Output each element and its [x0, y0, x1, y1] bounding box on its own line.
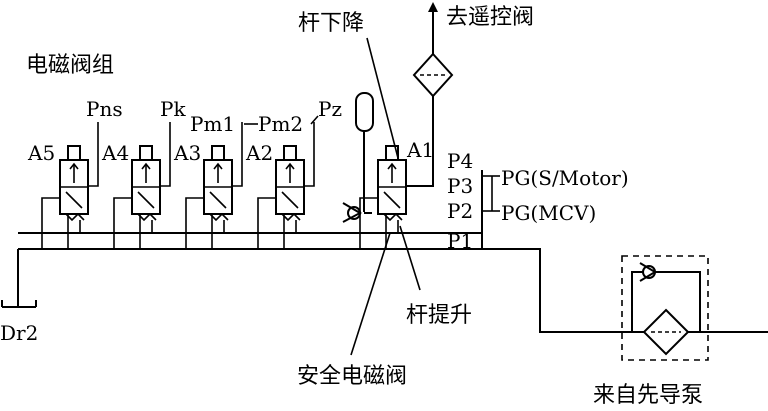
solenoid-valve-a4 [113, 122, 171, 249]
drain-label: Dr2 [0, 321, 38, 345]
valve-id-label: A3 [173, 141, 201, 165]
safety-solenoid-leader [350, 232, 391, 356]
remote-filter-icon [412, 52, 454, 98]
solenoid-valve-group [41, 122, 407, 249]
port-p3-label: P3 [447, 174, 473, 198]
valve-id-label: A4 [101, 141, 129, 165]
rod-raise-label: 杆提升 [406, 303, 472, 328]
solenoid-group-label: 电磁阀组 [26, 53, 114, 78]
pilot-supply-line [482, 248, 768, 333]
port-p2-label: P2 [447, 199, 473, 223]
valve-port-label: Pk [160, 97, 186, 121]
valve-port-label: Pm2 [258, 112, 303, 136]
valve-port-label: Pm1 [190, 112, 235, 136]
a1-output-line [407, 96, 434, 187]
solenoid-valve-a1 [359, 145, 407, 249]
rod-lower-label: 杆下降 [298, 11, 364, 36]
rod-raise-leader [399, 225, 421, 291]
solenoid-valve-a3 [185, 122, 243, 249]
solenoid-valve-a2 [257, 122, 315, 249]
valve-id-label: A2 [245, 141, 273, 165]
pilot-filter-assembly [621, 255, 709, 361]
port-p4-label: P4 [447, 149, 473, 173]
to-remote-valve-label: 去遥控阀 [446, 5, 534, 30]
valve-id-label: A5 [27, 141, 55, 165]
rod-lower-leader [366, 37, 399, 159]
pilot-pump-label: 来自先导泵 [593, 383, 703, 408]
safety-solenoid-label: 安全电磁阀 [297, 364, 407, 389]
accumulator-icon [355, 92, 374, 132]
valve-id-label: A1 [406, 138, 434, 162]
pg-mcv-label: PG(MCV) [501, 201, 596, 225]
solenoid-valve-a5 [41, 122, 99, 249]
valve-port-label: Pns [86, 97, 123, 121]
valve-port-label: Pz [318, 97, 342, 121]
arrow-up-icon [428, 2, 438, 12]
port-p1-label: P1 [447, 229, 473, 253]
pg-smotor-label: PG(S/Motor) [501, 166, 629, 190]
